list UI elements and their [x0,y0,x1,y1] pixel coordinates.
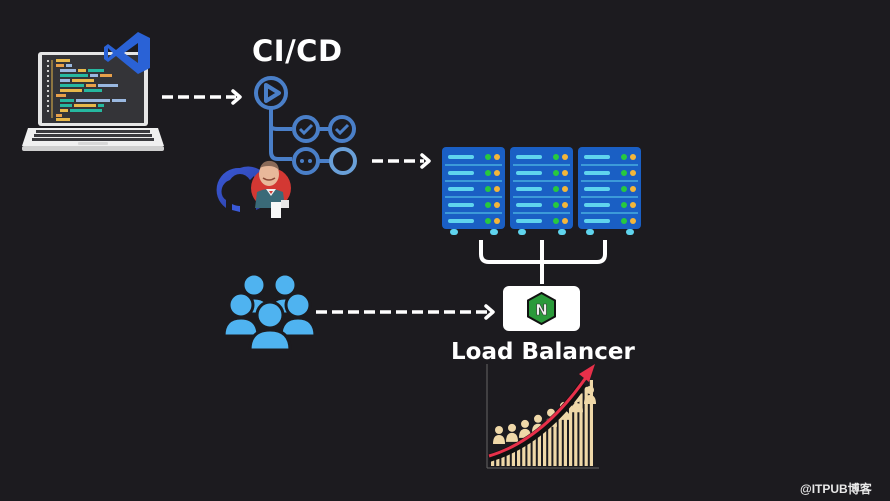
developer-laptop [22,52,164,152]
svg-text:N: N [535,301,548,319]
growth-bar [553,421,557,466]
person-figure [584,386,596,404]
growth-bar [589,380,593,466]
nginx-load-balancer: N [503,286,580,331]
growth-bar [543,430,547,466]
server-cluster [440,147,645,237]
growth-bar [558,416,562,466]
growth-chart-icon [486,364,599,469]
arrow-laptop-to-pipeline [160,88,250,106]
vscode-icon [104,32,150,74]
growth-arrow [488,375,589,458]
growth-bar [579,393,583,466]
growth-bar [584,386,588,466]
users-group-icon [222,272,317,352]
growth-bar [537,434,541,466]
growth-bar [563,411,567,466]
growth-bar [496,453,500,466]
growth-bar [569,405,573,466]
arrow-users-to-load-balancer [314,303,502,321]
watermark: @ITPUB博客 [800,482,872,496]
laptop-code-icon [22,52,164,151]
growth-chart [483,362,605,472]
vscode-logo [104,31,152,75]
nginx-icon: N [527,291,556,326]
growth-bar [574,399,578,466]
growth-bar [511,449,515,466]
growth-bar [501,452,505,466]
growth-bar [532,438,536,466]
users-group [222,270,317,352]
ci-cd-pipeline-icon [254,76,357,175]
growth-bar [522,444,526,466]
jenkins-icon [251,160,291,218]
load-balancer-label: Load Balancer [451,339,635,365]
arrow-pipeline-to-servers [370,152,438,170]
growth-bar [517,447,521,466]
person-figure [493,426,505,444]
server-rack [510,147,573,235]
ci-cd-title: CI/CD [252,34,343,68]
growth-bar [527,441,531,466]
server-rack-icon [442,147,641,235]
jenkins-logo [247,158,293,220]
growth-bar [548,426,552,466]
server-to-lb-connector [478,240,608,285]
server-rack [578,147,641,235]
growth-bar [506,451,510,466]
person-figure [506,423,518,442]
arrow-head-icon [579,364,595,382]
ci-cd-pipeline [252,72,367,187]
server-rack [442,147,505,235]
